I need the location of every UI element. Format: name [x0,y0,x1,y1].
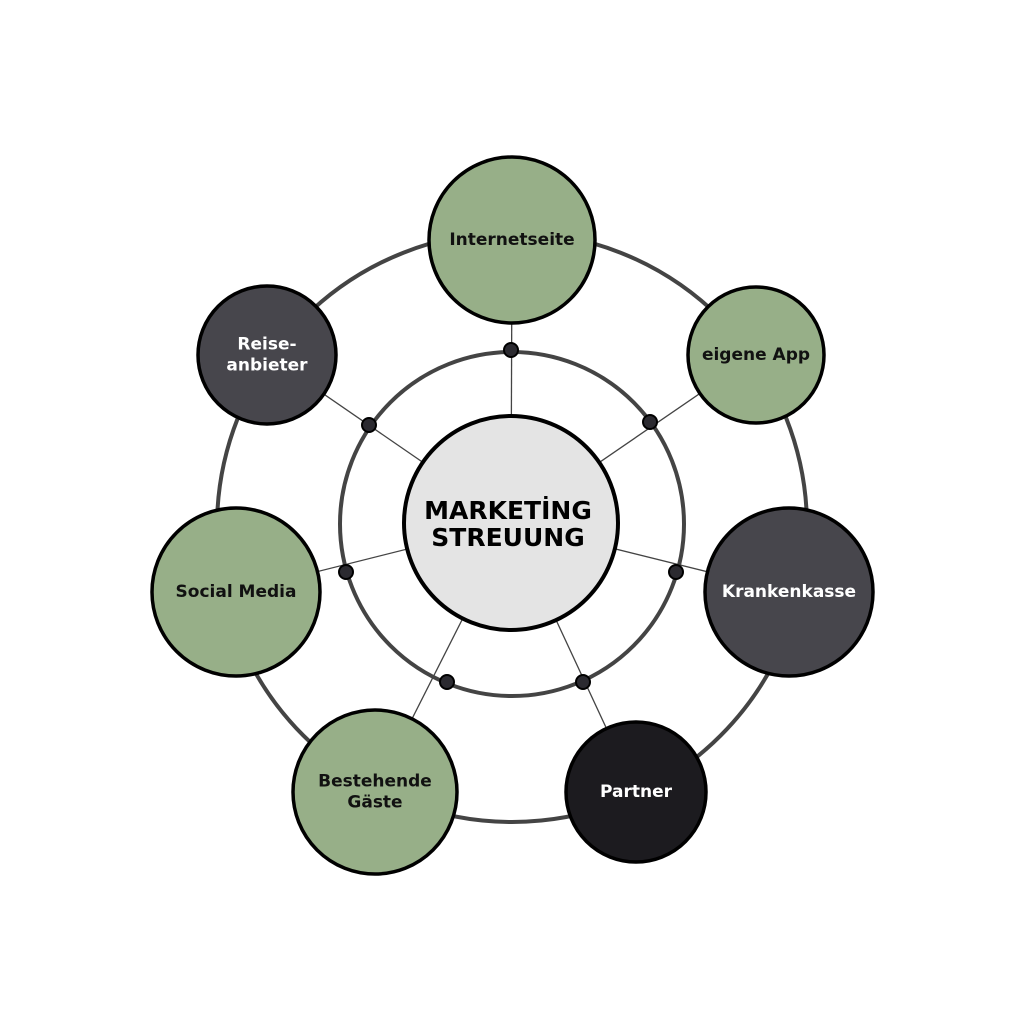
connector-dot [439,674,455,690]
center-label-line-1: MARKETİNG [424,495,592,525]
connector-dot [642,414,658,430]
node-internetseite: Internetseite [427,155,597,325]
node-label: Bestehende [318,772,432,792]
node-krankenkasse: Krankenkasse [703,506,875,678]
center-node: MARKETİNG STREUUNG [402,414,620,632]
node-label: anbieter [226,356,308,376]
center-label-line-2: STREUUNG [431,523,584,552]
node-label: Gäste [347,793,402,813]
node-label: Partner [600,782,673,802]
node-eigene-app: eigene App [686,285,826,425]
connector-dot [668,564,684,580]
connector-dot [338,564,354,580]
node-label: Reise- [237,335,296,355]
node-label: Internetseite [449,230,574,250]
connector-dot [575,674,591,690]
node-label: eigene App [702,345,810,365]
node-label: Social Media [176,582,297,602]
node-partner: Partner [564,720,708,864]
node-social-media: Social Media [150,506,322,678]
connector-dot [361,417,377,433]
node-label: Krankenkasse [722,582,856,602]
node-reiseanbieter: Reise-anbieter [196,284,338,426]
connector-dot [503,342,519,358]
